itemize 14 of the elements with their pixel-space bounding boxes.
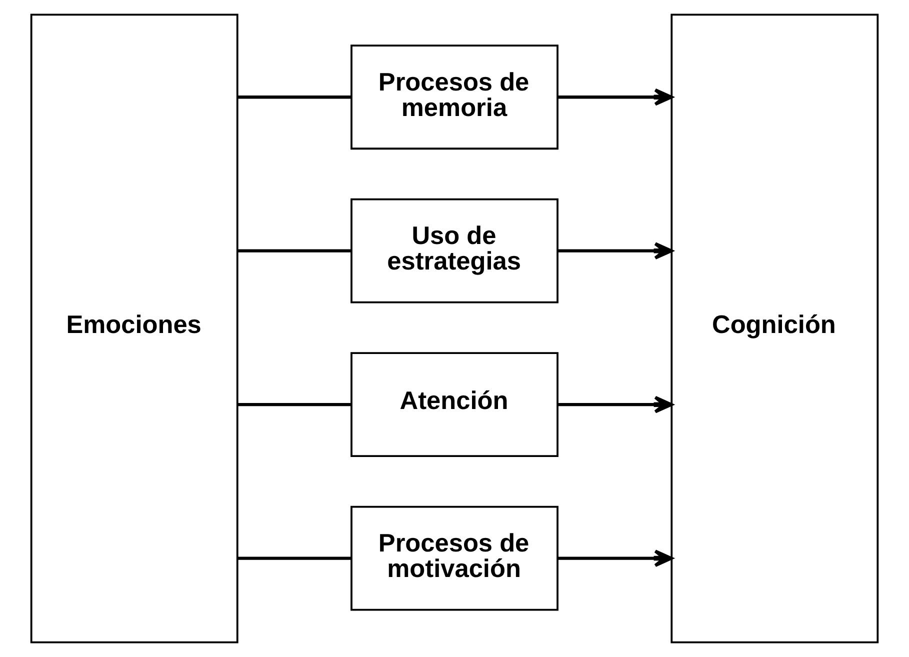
- connector: [237, 96, 352, 99]
- node-box: Uso de estrategias: [350, 198, 558, 304]
- node-box: Procesos de memoria: [350, 44, 558, 150]
- node-box: Emociones: [30, 14, 238, 644]
- arrow: [558, 88, 673, 106]
- arrow: [558, 550, 673, 568]
- arrow: [558, 242, 673, 260]
- node-box: Cognición: [670, 14, 879, 644]
- node-box: Atención: [350, 352, 558, 458]
- connector: [237, 556, 352, 560]
- connector: [237, 249, 352, 252]
- node-box: Procesos de motivación: [350, 506, 558, 611]
- arrow: [558, 396, 673, 414]
- connector: [237, 403, 352, 406]
